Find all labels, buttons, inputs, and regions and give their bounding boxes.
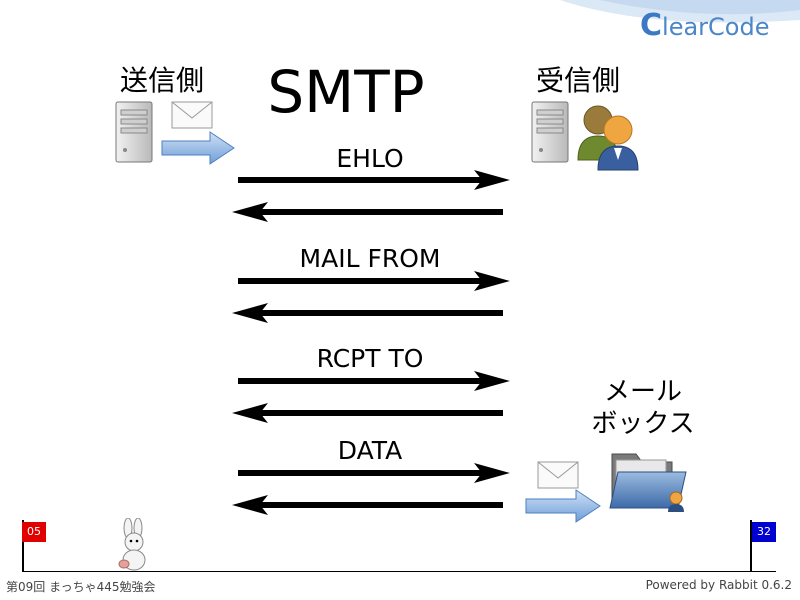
server-icon <box>115 101 153 163</box>
response-arrow-ehlo <box>232 202 503 222</box>
folder-icon <box>609 453 687 512</box>
response-arrow-data <box>232 495 503 515</box>
clearcode-logo: ClearCode <box>640 8 770 43</box>
mailbox-label-line2: ボックス <box>591 409 695 439</box>
deliver-arrow-icon <box>525 489 601 523</box>
mailbox-label: メール ボックス <box>578 376 708 440</box>
request-arrow-mail-from <box>238 271 510 291</box>
envelope-icon <box>171 101 213 129</box>
server-icon <box>531 101 569 163</box>
slide-title: SMTP <box>267 58 425 126</box>
flag-pole <box>22 520 24 572</box>
message-label-mail-from: MAIL FROM <box>299 244 441 273</box>
envelope-icon <box>537 461 579 489</box>
flag-pole <box>750 520 752 572</box>
message-label-data: DATA <box>337 436 403 465</box>
response-arrow-mail-from <box>232 303 503 323</box>
message-label-ehlo: EHLO <box>336 144 404 173</box>
request-arrow-rcpt-to <box>238 371 510 391</box>
request-arrow-ehlo <box>238 170 510 190</box>
rabbit-icon <box>118 518 146 571</box>
response-arrow-rcpt-to <box>232 403 503 423</box>
current-page-flag: 05 <box>22 522 46 542</box>
receiver-label: 受信側 <box>536 64 621 97</box>
users-icon <box>577 105 639 171</box>
footer-powered-by: Powered by Rabbit 0.6.2 <box>645 578 792 592</box>
mailbox-label-line1: メール <box>603 377 682 407</box>
sender-label: 送信側 <box>120 64 205 97</box>
request-arrow-data <box>238 463 510 483</box>
total-pages-flag: 32 <box>752 522 776 542</box>
footer-event-text: 第09回 まっちゃ445勉強会 <box>6 580 156 594</box>
send-arrow-icon <box>161 131 235 165</box>
progress-line <box>22 571 776 572</box>
message-label-rcpt-to: RCPT TO <box>316 344 424 373</box>
header-swoosh <box>560 0 800 23</box>
